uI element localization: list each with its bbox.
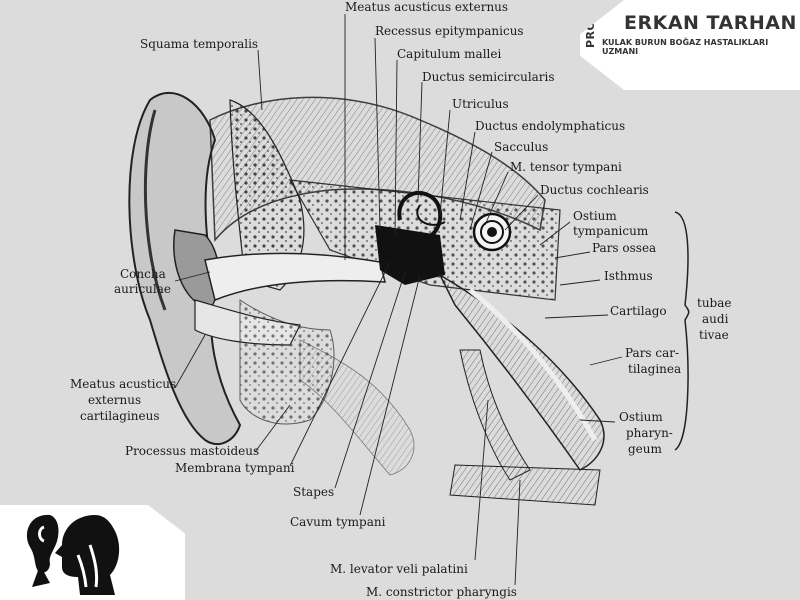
label-tubae-line3: tivae (699, 328, 729, 342)
label-membrana-tympani: Membrana tympani (175, 461, 295, 475)
muscle-constrictor (449, 464, 601, 506)
label-concha-line2: auriculae (114, 282, 171, 296)
label-meatus-cart-line1: Meatus acusticus (70, 377, 177, 391)
label-pars-cartilaginea-line1: Pars car- (625, 346, 680, 360)
brand-subtitle: KULAK BURUN BOĞAZ HASTALIKLARI UZMANI (602, 38, 769, 56)
label-ostium-pharyngeum-line3: geum (628, 442, 662, 456)
label-cavum-tympani: Cavum tympani (290, 515, 386, 529)
label-ostium-tympanicum-line1: Ostium (573, 209, 617, 223)
ent-logo-panel (0, 505, 185, 600)
label-processus-mastoideus: Processus mastoideus (125, 444, 260, 458)
label-recessus-epitympanicus: Recessus epitympanicus (375, 24, 524, 38)
label-meatus-acusticus-externus: Meatus acusticus externus (345, 0, 509, 14)
semicircular-ducts (397, 190, 443, 240)
label-tubae-line1: tubae (697, 296, 732, 310)
label-m-constrictor-pharyngis: M. constrictor pharyngis (366, 585, 517, 599)
label-pars-cartilaginea-line2: tilaginea (628, 362, 682, 376)
label-sacculus: Sacculus (494, 140, 549, 154)
label-cartilago: Cartilago (610, 304, 667, 318)
brand-panel: PROF.DR. ERKAN TARHAN KULAK BURUN BOĞAZ … (580, 0, 800, 90)
cochlea-spiral (472, 212, 512, 252)
label-ductus-semicircularis: Ductus semicircularis (422, 70, 555, 84)
pharyngeal-tissue (299, 339, 415, 476)
label-utriculus: Utriculus (452, 97, 509, 111)
eustachian-tube (438, 273, 605, 471)
label-tubae-line2: audi (702, 312, 729, 326)
helix-rim (143, 109, 167, 311)
label-ostium-pharyngeum-line2: pharyn- (626, 426, 673, 440)
label-ostium-tympanicum-line2: tympanicum (573, 224, 649, 238)
label-meatus-cart-line2: externus (88, 393, 142, 407)
label-meatus-cart-line3: cartilagineus (80, 409, 160, 423)
label-ostium-pharyngeum-line1: Ostium (619, 410, 663, 424)
leader-lines (174, 14, 623, 586)
tubae-bracket (674, 211, 690, 451)
label-squama-temporalis: Squama temporalis (140, 37, 259, 51)
label-capitulum-mallei: Capitulum mallei (397, 47, 502, 61)
label-m-levator-veli-palatini: M. levator veli palatini (330, 562, 468, 576)
external-canal (204, 252, 386, 302)
tympanic-cavity (375, 225, 445, 285)
label-stapes: Stapes (293, 485, 335, 499)
label-pars-ossea: Pars ossea (592, 241, 657, 255)
label-isthmus: Isthmus (604, 269, 653, 283)
label-ductus-endolymphaticus: Ductus endolymphaticus (475, 119, 626, 133)
brand-name: ERKAN TARHAN (624, 12, 797, 34)
ear-icon (26, 514, 59, 573)
head-profile-icon (55, 515, 120, 595)
label-concha-line1: Concha (120, 267, 166, 281)
nose-icon (32, 565, 50, 587)
label-ductus-cochlearis: Ductus cochlearis (540, 183, 649, 197)
label-m-tensor-tympani: M. tensor tympani (510, 160, 622, 174)
